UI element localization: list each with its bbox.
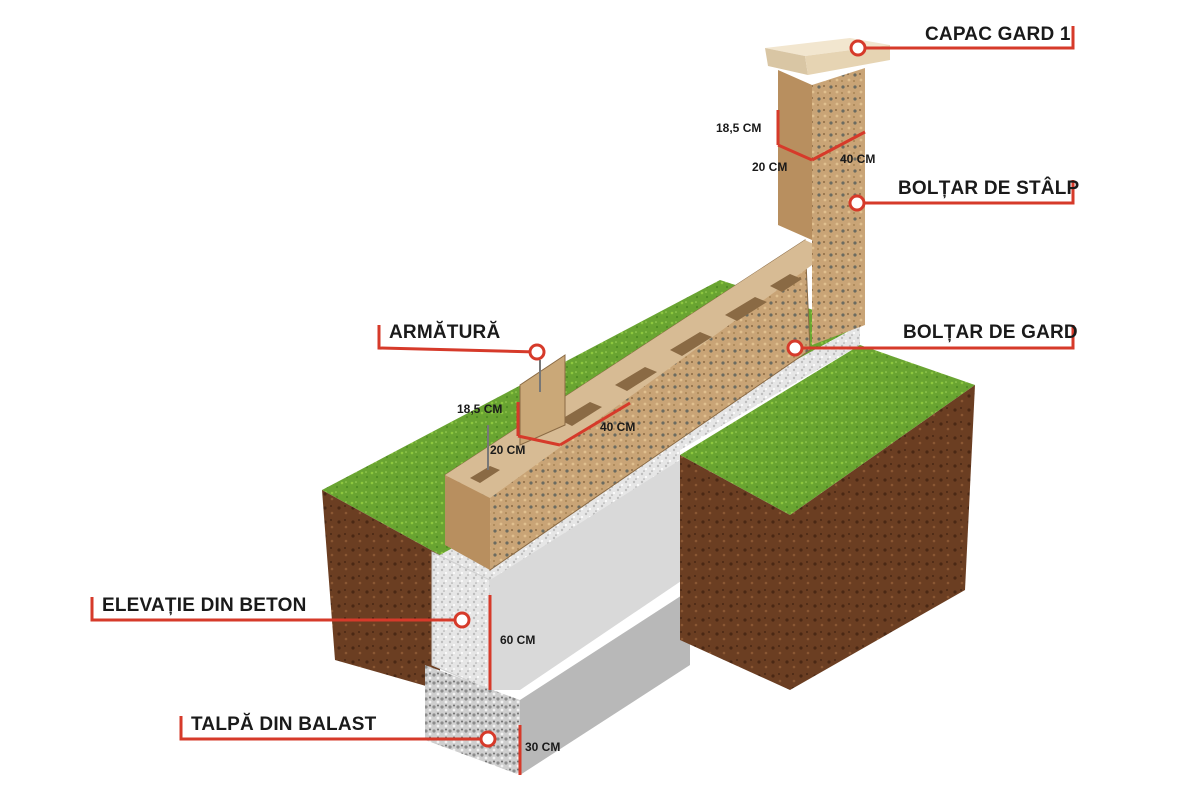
right-soil-front [680, 455, 790, 690]
label-capac-gard: CAPAC GARD 1 [925, 24, 1071, 45]
callout-dot-boltar-gard [786, 339, 804, 357]
label-armatura: ARMĂTURĂ [389, 322, 501, 343]
pillar-width-line [811, 130, 866, 162]
right-grass-top [680, 345, 975, 515]
callout-lines [90, 26, 1075, 741]
pillar-cap-front [765, 48, 808, 75]
block-cavity [560, 402, 602, 426]
dim-footing-height: 30 CM [525, 740, 561, 754]
ballast-footing-face [425, 665, 520, 775]
dim-pillar-depth: 20 CM [752, 160, 788, 174]
block-cavity [615, 367, 657, 391]
pillar-cap-side [805, 45, 890, 75]
rebar [487, 360, 541, 470]
highlighted-fence-block [519, 354, 566, 446]
ballast-footing-side [520, 590, 690, 775]
block-cavity [670, 332, 712, 356]
dim-block-width: 40 CM [600, 420, 636, 434]
dim-pillar-height: 18,5 CM [716, 121, 762, 135]
callout-line-capac [858, 26, 1075, 50]
right-ground [680, 345, 975, 690]
label-talpa-din-balast: TALPĂ DIN BALAST [191, 714, 377, 735]
block-cavity [770, 274, 802, 292]
block-cavity [470, 466, 500, 483]
callout-line-boltar-stalp [857, 180, 1075, 205]
callout-dot-armatura [528, 343, 546, 361]
foundation [425, 325, 860, 775]
dim-pillar-width: 40 CM [840, 152, 876, 166]
block-cavities [470, 274, 802, 483]
fence-block-end [445, 475, 490, 570]
pillar-front [778, 70, 812, 240]
label-boltar-de-gard: BOLȚAR DE GARD [903, 322, 1078, 343]
pillar-side [812, 68, 865, 345]
callout-line-armatura [377, 325, 538, 354]
concrete-elevation-side [490, 460, 690, 690]
label-elevatie-din-beton: ELEVAȚIE DIN BETON [102, 595, 307, 616]
dimension-lines [488, 110, 866, 775]
block-cavity [725, 297, 767, 321]
callout-dots [453, 39, 867, 748]
dim-elevation-height: 60 CM [500, 633, 536, 647]
callout-dot-elevatie [453, 611, 471, 629]
pillar-depth-line [777, 143, 813, 162]
right-soil-side [790, 385, 975, 690]
callout-dot-boltar-stalp [848, 194, 866, 212]
left-soil-face [322, 490, 440, 690]
callout-line-boltar-gard [795, 325, 1075, 350]
dim-block-depth: 20 CM [490, 443, 526, 457]
dim-block-height: 18,5 CM [457, 402, 503, 416]
block-width-line [559, 401, 631, 447]
callout-line-talpa [179, 716, 488, 741]
block-depth-line [517, 434, 561, 447]
callout-line-elevatie [90, 597, 462, 622]
label-boltar-de-stalp: BOLȚAR DE STÂLP [898, 178, 1080, 199]
callout-dot-talpa [479, 730, 497, 748]
callout-dot-capac [849, 39, 867, 57]
